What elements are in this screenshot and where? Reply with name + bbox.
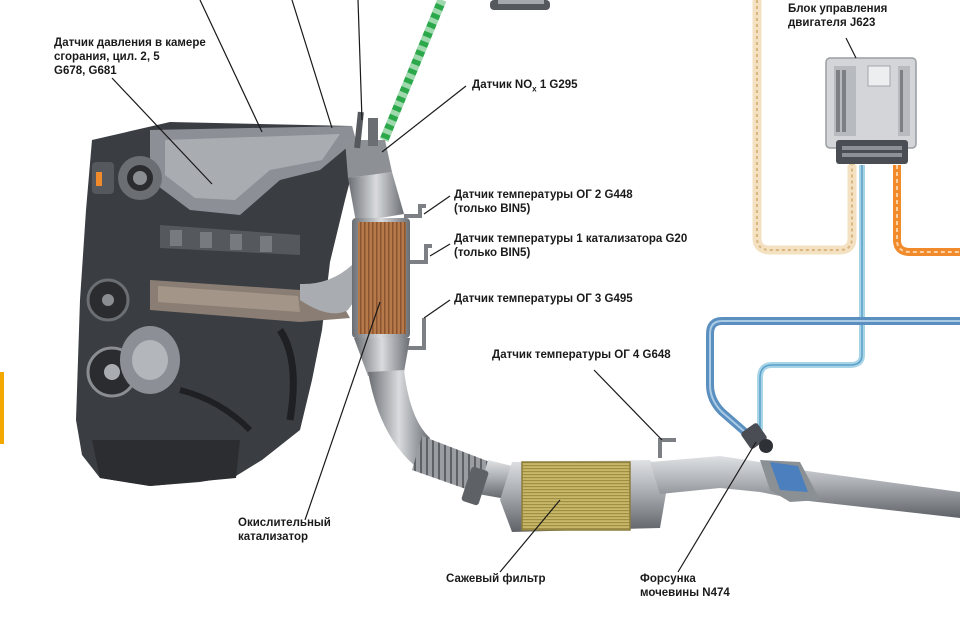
- ecu-unit-image: [825, 57, 917, 164]
- label-urea-injector: Форсунка мочевины N474: [640, 572, 730, 600]
- label-line: Окислительный: [238, 517, 331, 529]
- top-sensor-partial: [490, 0, 550, 10]
- urea-supply-line: [706, 317, 960, 436]
- label-egt3-sensor: Датчик температуры ОГ 3 G495: [454, 292, 633, 306]
- label-line: двигателя J623: [788, 17, 876, 29]
- label-line: Датчик температуры ОГ 4 G648: [492, 349, 671, 361]
- label-line: G678, G681: [54, 65, 117, 77]
- label-line: Форсунка: [640, 573, 696, 585]
- downpipe-image: [368, 370, 520, 506]
- label-nox-sensor: Датчик NOx 1 G295: [472, 78, 578, 96]
- dpf-image: [500, 460, 668, 532]
- nox-prefix: Датчик NO: [472, 79, 533, 91]
- sensors-group: [354, 111, 773, 458]
- label-line: мочевины N474: [640, 587, 730, 599]
- nox-subscript: x: [532, 84, 537, 94]
- label-line: Блок управления: [788, 3, 888, 15]
- oxidation-catalyst-image: [345, 140, 410, 376]
- label-oxidation-catalyst: Окислительный катализатор: [238, 516, 331, 544]
- label-line: Датчик температуры 1 катализатора G20: [454, 233, 688, 245]
- green-vent-hose: [379, 0, 447, 142]
- wire-harness-orange: [893, 165, 960, 256]
- label-line: Датчик температуры ОГ 3 G495: [454, 293, 633, 305]
- label-line: сгорания, цил. 2, 5: [54, 51, 160, 63]
- label-combustion-pressure-sensor: Датчик давления в камере сгорания, цил. …: [54, 36, 206, 78]
- tailpipe-image: [650, 456, 960, 518]
- label-line: катализатор: [238, 531, 309, 543]
- label-ecu: Блок управления двигателя J623: [788, 2, 887, 30]
- leader-lines: [111, 0, 857, 573]
- label-line: Сажевый фильтр: [446, 573, 546, 585]
- engine-image: [76, 122, 362, 486]
- ecu-signal-line-blue: [757, 165, 865, 430]
- nox-suffix: 1 G295: [536, 79, 578, 91]
- wiring-group: [379, 0, 960, 436]
- label-line: (только BIN5): [454, 247, 531, 259]
- label-dpf: Сажевый фильтр: [446, 572, 546, 586]
- left-edge-accent: [0, 372, 4, 444]
- label-line: (только BIN5): [454, 203, 531, 215]
- label-line: Датчик давления в камере: [54, 37, 206, 49]
- label-egt2-sensor: Датчик температуры ОГ 2 G448 (только BIN…: [454, 188, 633, 216]
- label-catalyst-temp1-sensor: Датчик температуры 1 катализатора G20 (т…: [454, 232, 687, 260]
- label-egt4-sensor: Датчик температуры ОГ 4 G648: [492, 348, 671, 362]
- label-line: Датчик температуры ОГ 2 G448: [454, 189, 633, 201]
